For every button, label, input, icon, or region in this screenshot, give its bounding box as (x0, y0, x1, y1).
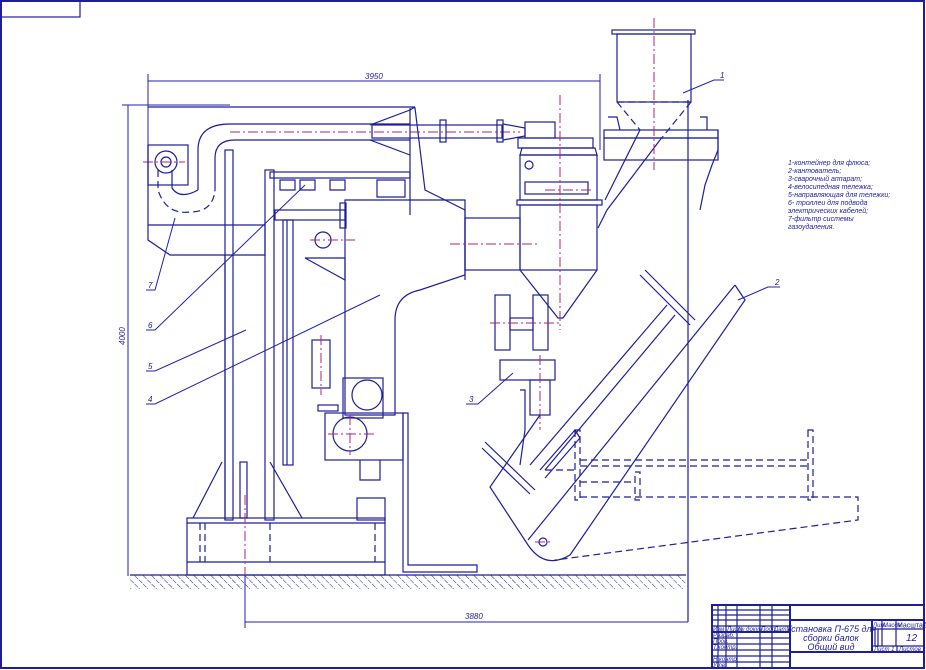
legend: 1-контейнер для флюса; 2-кантователь; 3-… (787, 159, 890, 231)
callout-2: 2 (774, 278, 780, 287)
tb-header-sign: Подп. (761, 627, 777, 633)
dimension-base: 3880 (465, 612, 483, 621)
callout-6: 6 (148, 321, 153, 330)
tb-lit: Лит. (872, 623, 887, 629)
tb-header-list: Лист (726, 627, 742, 633)
tb-sheets: Листов 1 (898, 647, 926, 653)
callout-5: 5 (148, 362, 153, 371)
tb-role-ncontrol: Н.контр. (713, 657, 738, 663)
trolley-guide (224, 149, 411, 521)
callout-3: 3 (469, 395, 474, 404)
title-block (711, 604, 925, 669)
legend-item: 7-фильтр системы (788, 216, 855, 223)
gas-exhaust-duct (148, 106, 556, 280)
tb-role-approve: Утв. (712, 663, 727, 669)
flux-container (597, 18, 719, 229)
tb-header-doc: № докум. (738, 626, 764, 633)
tb-role-tcontrol: Т.контр. (713, 645, 737, 651)
welding-apparatus (490, 95, 603, 466)
bicycle-trolley (304, 199, 540, 573)
callout-leaders (146, 79, 780, 405)
tb-mass: Масса (883, 623, 901, 629)
legend-item: газоудаления. (788, 223, 834, 231)
drawing-title-line-1: Установка П-675 для (785, 624, 877, 634)
legend-item: электрических кабелей; (788, 207, 868, 215)
legend-item: 5-направляющая для тележки; (788, 191, 890, 199)
legend-item: 6- троллеи для подвода (788, 199, 868, 207)
callout-1: 1 (720, 71, 724, 80)
gas-filter (143, 144, 266, 256)
tb-role-dev: Разраб. (713, 633, 735, 639)
ground-hatch (130, 575, 686, 589)
callout-7: 7 (148, 281, 153, 290)
tb-header-izm: Изм (713, 627, 724, 633)
legend-item: 2-кантователь; (787, 168, 841, 175)
beam-tilter (481, 269, 859, 562)
legend-item: 4-велосипедная тележка; (788, 183, 873, 191)
tb-role-check: Пров. (713, 639, 729, 645)
drawing-title-line-2: сборки балок (803, 633, 859, 643)
machine-base (186, 461, 386, 576)
drawing-title-line-3: Общий вид (808, 642, 855, 652)
legend-item: 3-сварочный аппарат; (788, 175, 862, 183)
tb-header-date: Дата (773, 627, 790, 633)
legend-item: 1-контейнер для флюса; (788, 159, 870, 167)
dimension-width: 3950 (365, 72, 383, 81)
tb-sheet: Лист 1 (873, 647, 894, 653)
callout-4: 4 (148, 395, 153, 404)
dimension-lines (122, 74, 688, 628)
dimension-height: 4000 (118, 327, 127, 345)
tb-scale-value: 12 (906, 633, 918, 644)
tb-scale: Масштаб (897, 622, 926, 630)
